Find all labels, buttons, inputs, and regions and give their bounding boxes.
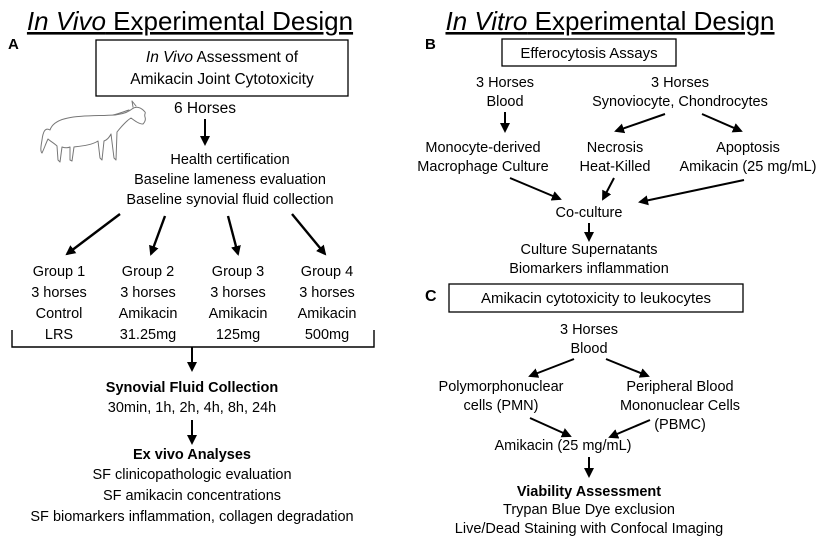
macrophage-line-2: Macrophage Culture: [417, 159, 548, 175]
in-vivo-box-line-2: Amikacin Joint Cytotoxicity: [130, 71, 314, 88]
svg-text:Group 1: Group 1: [33, 264, 85, 280]
arrow-to-pbmc: [605, 358, 650, 378]
arrow-macrophage-to-coculture: [509, 177, 562, 201]
c-source-line-2: Blood: [570, 341, 607, 357]
group-3: Group 3 3 horses Amikacin 125mg: [209, 264, 268, 343]
arrow-to-apoptosis: [701, 113, 743, 133]
svg-text:Control: Control: [36, 306, 83, 322]
arrow-to-group-4: [291, 213, 327, 256]
synovial-collection-title: Synovial Fluid Collection: [106, 380, 278, 396]
step-baseline-lameness: Baseline lameness evaluation: [134, 172, 326, 188]
b-right-source-line-2: Synoviocyte, Chondrocytes: [592, 94, 768, 110]
svg-text:3 horses: 3 horses: [31, 285, 87, 301]
panel-a-label: A: [8, 36, 19, 53]
arrow-apoptosis-to-coculture: [638, 179, 745, 206]
efferocytosis-title: Efferocytosis Assays: [520, 45, 657, 62]
necrosis-line-2: Heat-Killed: [580, 159, 651, 175]
group-2: Group 2 3 horses Amikacin 31.25mg: [119, 264, 178, 343]
coculture-label: Co-culture: [556, 205, 623, 221]
collection-times: 30min, 1h, 2h, 4h, 8h, 24h: [108, 400, 277, 416]
svg-text:Amikacin: Amikacin: [119, 306, 178, 322]
six-horses-label: 6 Horses: [174, 100, 236, 117]
svg-text:3 horses: 3 horses: [120, 285, 176, 301]
arrow-to-pmn: [528, 358, 575, 378]
svg-text:Amikacin: Amikacin: [209, 306, 268, 322]
group-4: Group 4 3 horses Amikacin 500mg: [298, 264, 357, 343]
in-vitro-panel: In Vitro Experimental Design B Efferocyt…: [417, 6, 816, 537]
exvivo-item-2: SF amikacin concentrations: [103, 488, 281, 504]
cytotoxicity-box: [448, 283, 744, 313]
step-baseline-synovial: Baseline synovial fluid collection: [126, 192, 333, 208]
arrow-to-necrosis: [614, 113, 666, 134]
in-vivo-box-line-1: In Vivo Assessment of: [146, 49, 299, 66]
in-vivo-assessment-box: [95, 39, 349, 97]
viability-item-2: Live/Dead Staining with Confocal Imaging: [455, 521, 723, 537]
c-amikacin-label: Amikacin (25 mg/mL): [495, 438, 632, 454]
step-health-certification: Health certification: [170, 152, 289, 168]
arrow-necrosis-to-coculture: [602, 177, 615, 201]
svg-text:3 horses: 3 horses: [210, 285, 266, 301]
exvivo-item-1: SF clinicopathologic evaluation: [92, 467, 291, 483]
svg-text:Amikacin: Amikacin: [298, 306, 357, 322]
horse-illustration: [40, 100, 146, 163]
in-vivo-panel: In Vivo Experimental Design A In Vivo As…: [8, 6, 375, 525]
svg-text:125mg: 125mg: [216, 327, 260, 343]
svg-text:3 horses: 3 horses: [299, 285, 355, 301]
svg-text:Group 4: Group 4: [301, 264, 353, 280]
svg-text:31.25mg: 31.25mg: [120, 327, 176, 343]
pmn-line-1: Polymorphonuclear: [439, 379, 564, 395]
svg-text:Group 2: Group 2: [122, 264, 174, 280]
group-1: Group 1 3 horses Control LRS: [31, 264, 87, 343]
macrophage-line-1: Monocyte-derived: [425, 140, 540, 156]
b-left-source-line-2: Blood: [486, 94, 523, 110]
arrow-pmn-to-amikacin: [529, 417, 572, 438]
arrow-pbmc-to-amikacin: [608, 419, 651, 439]
pmn-line-2: cells (PMN): [464, 398, 539, 414]
b-left-source-line-1: 3 Horses: [476, 75, 534, 91]
arrow-to-group-2: [149, 215, 167, 256]
in-vivo-title: In Vivo Experimental Design: [27, 6, 353, 36]
cytotoxicity-title: Amikacin cytotoxicity to leukocytes: [481, 290, 711, 307]
arrow-to-group-1: [65, 213, 121, 256]
apoptosis-line-1: Apoptosis: [716, 140, 780, 156]
in-vitro-title: In Vitro Experimental Design: [445, 6, 774, 36]
pbmc-line-3: (PBMC): [654, 417, 706, 433]
c-source-line-1: 3 Horses: [560, 322, 618, 338]
panel-b-label: B: [425, 36, 436, 53]
arrow-to-group-3: [226, 215, 241, 256]
svg-text:Group 3: Group 3: [212, 264, 264, 280]
b-right-source-line-1: 3 Horses: [651, 75, 709, 91]
panel-c-label: C: [425, 288, 437, 305]
apoptosis-line-2: Amikacin (25 mg/mL): [680, 159, 817, 175]
exvivo-item-3: SF biomarkers inflammation, collagen deg…: [30, 509, 353, 525]
efferocytosis-box: [501, 38, 677, 67]
supernatants-line-1: Culture Supernatants: [520, 242, 657, 258]
supernatants-line-2: Biomarkers inflammation: [509, 261, 669, 277]
viability-title: Viability Assessment: [517, 484, 661, 500]
pbmc-line-2: Mononuclear Cells: [620, 398, 740, 414]
viability-item-1: Trypan Blue Dye exclusion: [503, 502, 675, 518]
svg-text:500mg: 500mg: [305, 327, 349, 343]
svg-text:LRS: LRS: [45, 327, 73, 343]
exvivo-title: Ex vivo Analyses: [133, 447, 251, 463]
necrosis-line-1: Necrosis: [587, 140, 643, 156]
pbmc-line-1: Peripheral Blood: [626, 379, 733, 395]
